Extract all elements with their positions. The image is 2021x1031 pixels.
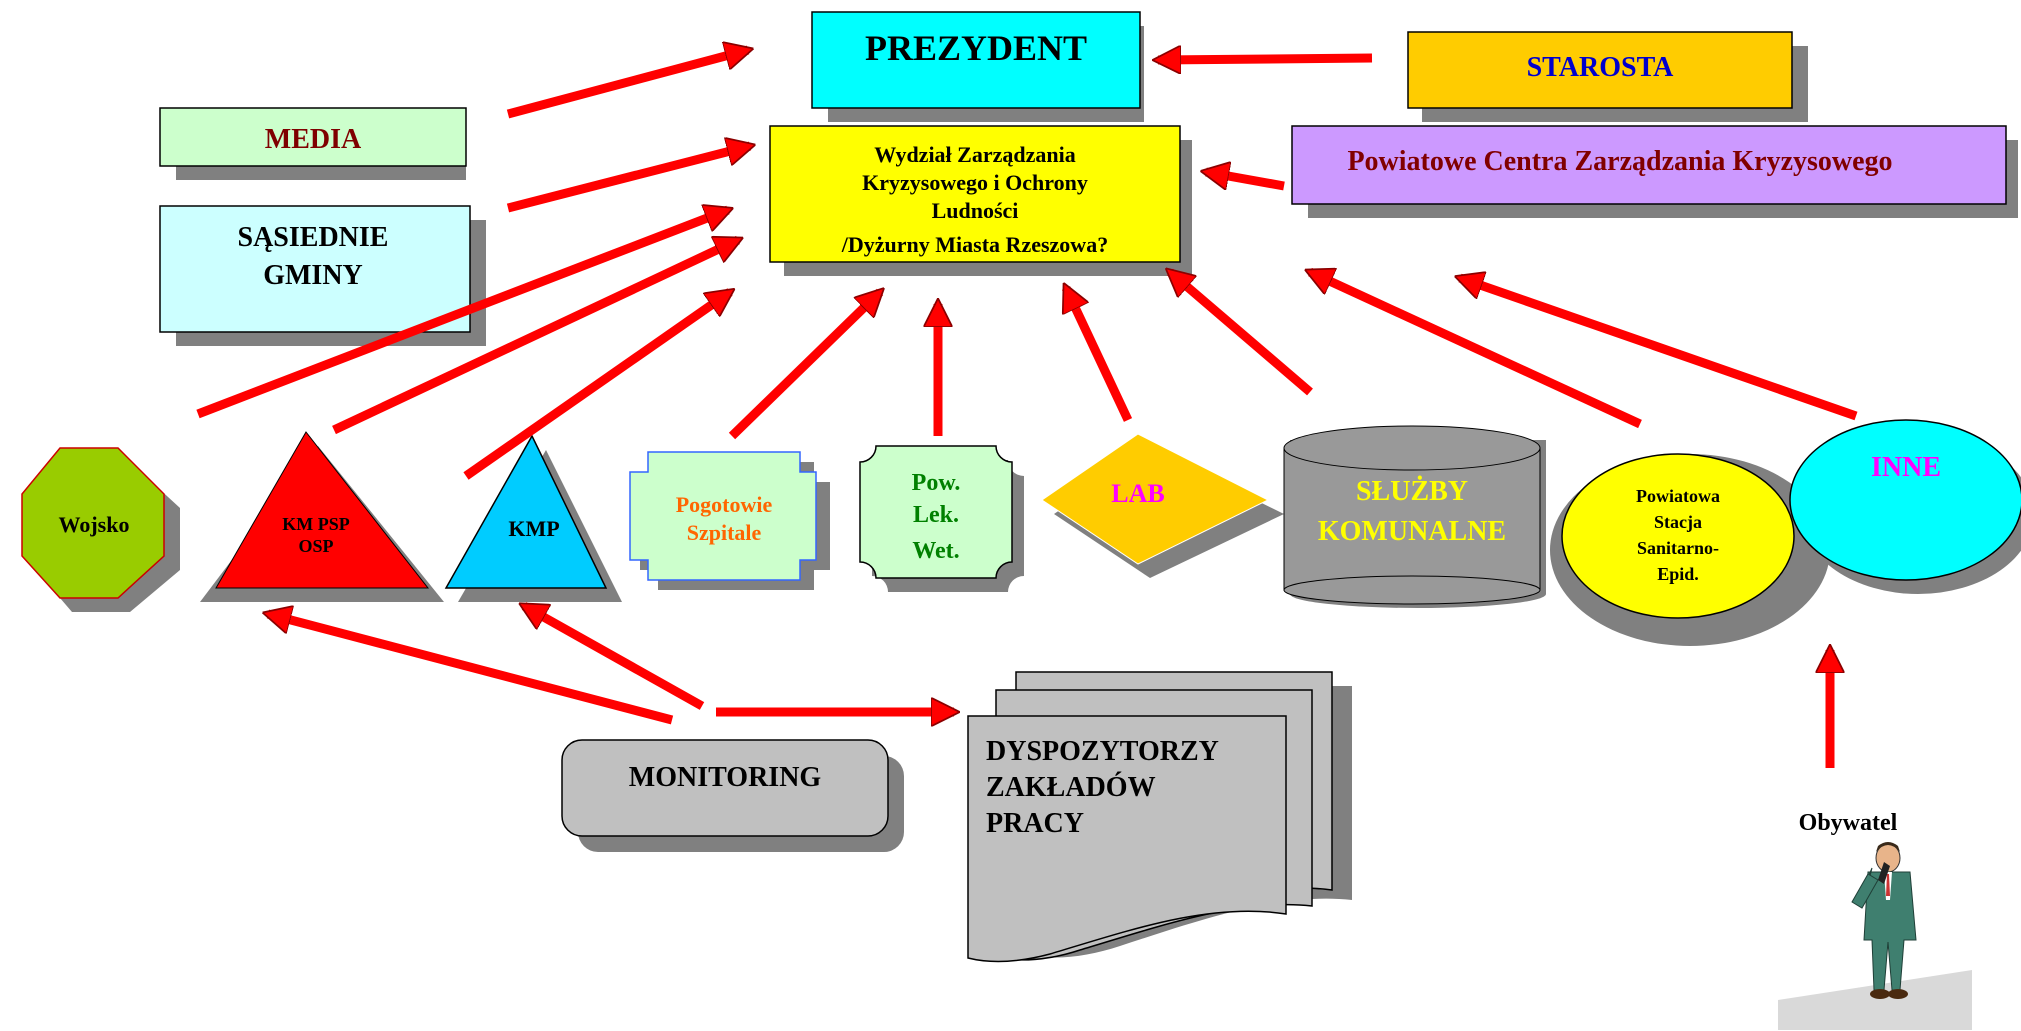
kmp-triangle: [444, 434, 608, 589]
arrow-starosta-to-prezydent: [1158, 58, 1373, 60]
sasiednie-gminy-box: [159, 205, 471, 333]
media-label: MEDIA: [265, 124, 362, 155]
pczk-box: [1291, 125, 2007, 205]
wojsko-octagon: [21, 447, 165, 599]
kmp-node: KMP: [444, 434, 622, 602]
dyspozytorzy-line-2: ZAKŁADÓW: [986, 772, 1156, 803]
prezydent-label: PREZYDENT: [865, 28, 1087, 68]
monitoring-box: [561, 739, 889, 837]
sluzby-line-2: KOMUNALNE: [1318, 516, 1506, 547]
sanepid-line-3: Sanitarno-: [1637, 538, 1719, 558]
sluzby-cylinder-top: [1283, 425, 1541, 471]
arrow-kmp-to-wydzial: [463, 292, 730, 480]
sanepid-line-1: Powiatowa: [1636, 486, 1720, 506]
dyspozytorzy-line-1: DYSPOZYTORZY: [986, 736, 1219, 767]
sluzby-cylinder-body: [1283, 447, 1541, 591]
sanepid-line-4: Epid.: [1657, 564, 1699, 584]
arrow-sanepid-to-wydzial: [1310, 272, 1642, 429]
pow-lek-wet-shape: [859, 445, 1013, 579]
pogotowie-line-2: Szpitale: [687, 520, 762, 545]
wojsko-label: Wojsko: [59, 512, 130, 537]
pogotowie-line-1: Pogotowie: [676, 492, 773, 517]
dyspozytorzy-line-3: PRACY: [986, 808, 1084, 839]
monitoring-label: MONITORING: [629, 762, 822, 793]
obywatel-figure: [1778, 840, 1972, 1030]
pczk-node: Powiatowe Centra Zarządzania Kryzysowego: [1291, 125, 2018, 218]
pow-lek-wet-line-1: Pow.: [912, 470, 961, 496]
inne-node: INNE: [1789, 419, 2021, 594]
wydzial-line-4: /Dyżurny Miasta Rzeszowa?: [841, 232, 1108, 257]
arrows: [196, 50, 1858, 768]
sluzby-node: SŁUŻBY KOMUNALNE: [1283, 425, 1546, 608]
sanepid-node: Powiatowa Stacja Sanitarno- Epid.: [1550, 453, 1830, 646]
arrow-kmpsp-to-wydzial: [332, 240, 738, 435]
pow-lek-wet-line-3: Wet.: [912, 538, 959, 564]
arrow-media-to-wydzial: [506, 146, 750, 213]
arrow-sluzby-to-wydzial: [1170, 272, 1313, 396]
lab-node: LAB: [1041, 433, 1284, 578]
media-node: MEDIA: [159, 107, 467, 180]
starosta-node: STAROSTA: [1407, 31, 1808, 122]
pow-lek-wet-line-2: Lek.: [913, 502, 959, 528]
arrow-media-to-prezydent: [506, 50, 748, 119]
sasiednie-line-1: SĄSIEDNIE: [238, 222, 389, 253]
inne-ellipse: [1789, 419, 2021, 581]
pogotowie-node: Pogotowie Szpitale: [629, 451, 830, 590]
starosta-box: [1407, 31, 1793, 109]
arrow-monitoring-to-kmp: [524, 602, 705, 710]
obywatel-label: Obywatel: [1799, 810, 1898, 836]
wydzial-line-2: Kryzysowego i Ochrony: [862, 170, 1088, 195]
arrow-monitoring-to-wojsko: [268, 614, 674, 725]
arrow-inne-to-wydzial: [1460, 278, 1858, 421]
arrow-pogotowie-to-wydzial: [728, 292, 880, 440]
prezydent-node: PREZYDENT: [811, 11, 1144, 122]
media-box: [159, 107, 467, 167]
wydzial-box: [769, 125, 1181, 263]
sluzby-line-1: SŁUŻBY: [1356, 476, 1468, 507]
kmpsp-triangle: [215, 431, 430, 589]
inne-label: INNE: [1871, 452, 1941, 483]
monitoring-node: MONITORING: [561, 739, 904, 852]
kmpsp-line-1: KM PSP: [282, 514, 350, 534]
dyspozytorzy-node: DYSPOZYTORZY ZAKŁADÓW PRACY: [967, 671, 1352, 963]
arrow-lab-to-wydzial: [1066, 288, 1133, 422]
wydzial-line-1: Wydział Zarządzania: [874, 142, 1075, 167]
kmp-label: KMP: [508, 516, 559, 541]
lab-diamond: [1041, 433, 1270, 565]
kmpsp-node: KM PSP OSP: [200, 431, 444, 602]
kmpsp-line-2: OSP: [298, 536, 333, 556]
prezydent-box: [811, 11, 1141, 109]
wojsko-node: Wojsko: [21, 447, 180, 612]
dyspozytorzy-shape: [967, 715, 1287, 963]
pogotowie-shape: [629, 451, 817, 581]
sasiednie-line-2: GMINY: [263, 260, 363, 291]
pczk-label: Powiatowe Centra Zarządzania Kryzysowego: [1347, 146, 1892, 177]
wydzial-node: Wydział Zarządzania Kryzysowego i Ochron…: [769, 125, 1192, 276]
arrow-pczk-to-wydzial: [1206, 172, 1285, 191]
pow-lek-wet-node: Pow. Lek. Wet.: [859, 445, 1024, 592]
sanepid-ellipse: [1561, 453, 1795, 619]
lab-label: LAB: [1111, 479, 1164, 508]
starosta-label: STAROSTA: [1527, 52, 1675, 83]
sanepid-line-2: Stacja: [1654, 512, 1702, 532]
arrow-wojsko-to-wydzial: [196, 210, 728, 419]
wydzial-line-3: Ludności: [932, 198, 1019, 223]
